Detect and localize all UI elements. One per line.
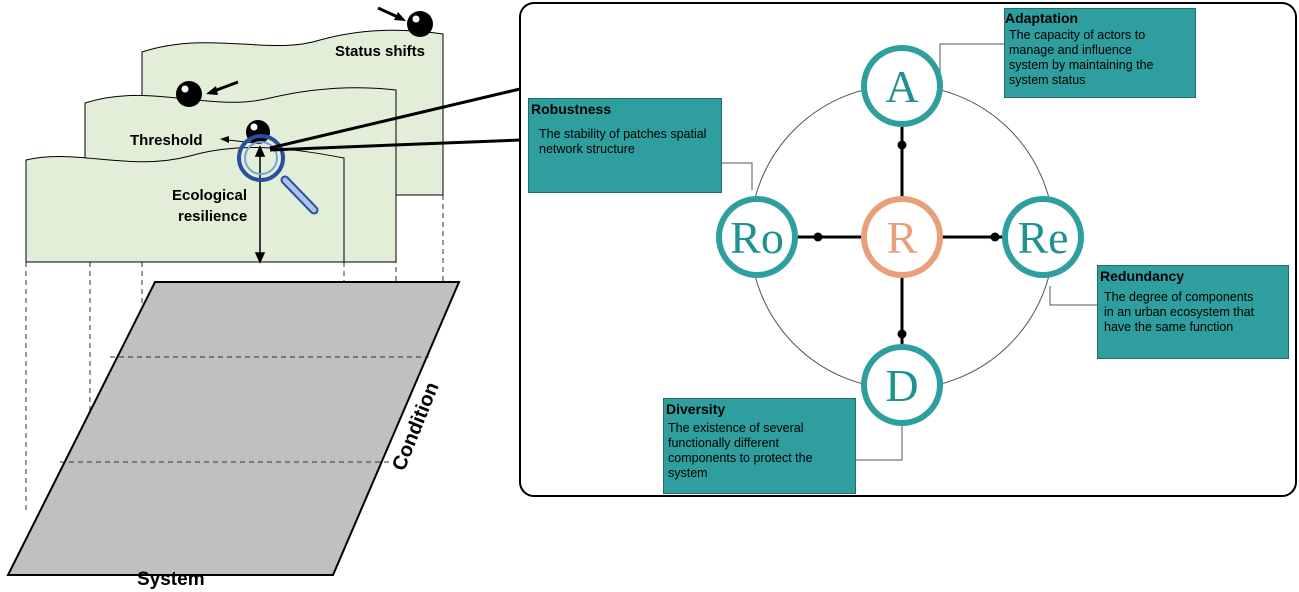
node-redundancy: Re [1002, 196, 1084, 278]
node-letter-ro: Ro [730, 212, 784, 263]
system-condition-plane [6, 281, 461, 576]
adaptation-box: Adaptation The capacity of actors to man… [1004, 8, 1196, 98]
node-letter-re: Re [1017, 212, 1068, 263]
robustness-line: The stability of patches spatial [539, 127, 707, 141]
adaptation-line: system by maintaining the [1009, 58, 1154, 72]
label-system-axis: System [137, 569, 205, 590]
redundancy-title: Redundancy [1100, 268, 1185, 284]
node-robustness: Ro [716, 196, 798, 278]
robustness-line: network structure [539, 142, 635, 156]
diversity-line: system [668, 466, 708, 480]
redundancy-description: The degree of components in an urban eco… [1100, 290, 1288, 335]
label-threshold: Threshold [130, 132, 203, 149]
adaptation-line: manage and influence [1009, 43, 1133, 57]
diversity-description: The existence of several functionally di… [666, 421, 855, 481]
node-letter-r: R [887, 212, 918, 263]
adaptation-description: The capacity of actors to manage and inf… [1005, 28, 1195, 88]
redundancy-line: The degree of components [1104, 290, 1254, 304]
magnifier-icon [237, 134, 319, 215]
node-letter-d: D [885, 360, 918, 411]
diversity-line: The existence of several [668, 421, 804, 435]
ball-status-shift [407, 11, 433, 37]
label-resilience: resilience [178, 208, 247, 225]
node-diversity: D [861, 344, 943, 426]
adaptation-line: The capacity of actors to [1009, 28, 1146, 42]
diversity-title: Diversity [666, 401, 726, 417]
adaptation-line: system status [1009, 73, 1086, 87]
diversity-box: Diversity The existence of several funct… [663, 398, 856, 494]
spoke-dots [813, 140, 1000, 339]
resilience-double-arrow-icon [254, 145, 266, 264]
arrow-middle-icon [206, 80, 239, 95]
node-letter-a: A [885, 61, 918, 112]
label-ecological: Ecological [172, 187, 247, 204]
ball-middle [176, 81, 202, 107]
redundancy-line: have the same function [1104, 320, 1234, 334]
node-resilience-center: R [861, 196, 943, 278]
node-adaptation: A [861, 45, 943, 127]
redundancy-line: in an urban ecosystem that [1104, 305, 1255, 319]
redundancy-box: Redundancy The degree of components in a… [1097, 265, 1289, 359]
threshold-arrow-icon [220, 136, 256, 144]
label-status-shifts: Status shifts [335, 43, 425, 60]
adaptation-title: Adaptation [1005, 10, 1079, 26]
robustness-description: The stability of patches spatial network… [531, 127, 721, 157]
zoom-lines [269, 87, 521, 152]
robustness-title: Robustness [531, 101, 612, 117]
robustness-box: Robustness The stability of patches spat… [528, 98, 722, 193]
arrow-status-shift-icon [377, 6, 406, 21]
diversity-line: components to protect the [668, 451, 813, 465]
diversity-line: functionally different [668, 436, 779, 450]
front-state-sheet [25, 146, 345, 263]
plane-grid-lines [60, 356, 429, 463]
